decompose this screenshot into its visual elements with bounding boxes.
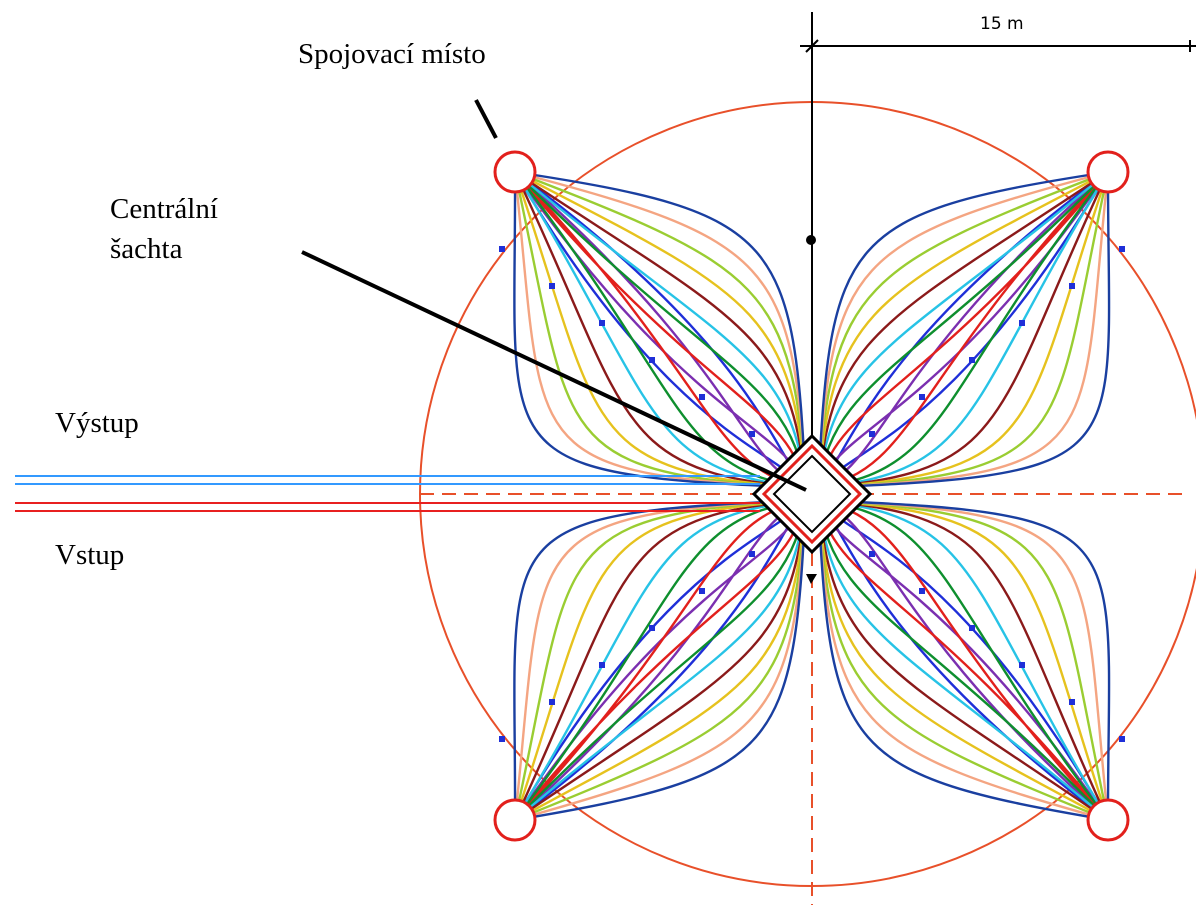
corner-ring-bottom-left — [493, 798, 537, 842]
inlet-label: Vstup — [55, 539, 125, 571]
loop-marker-top-left-4 — [599, 320, 605, 326]
loop-marker-top-left-6 — [499, 246, 505, 252]
loop-marker-bottom-left-1 — [749, 551, 755, 557]
loop-marker-top-right-3 — [969, 357, 975, 363]
corner-ring-top-right — [1086, 150, 1130, 194]
axis-marker-bottom — [806, 574, 817, 584]
loop-marker-top-left-2 — [699, 394, 705, 400]
loop-top-right-3 — [811, 171, 1109, 495]
loop-marker-bottom-right-3 — [969, 625, 975, 631]
loop-marker-bottom-left-6 — [499, 736, 505, 742]
loop-marker-bottom-right-1 — [869, 551, 875, 557]
loop-marker-top-right-1 — [869, 431, 875, 437]
leader-line-connection-point — [474, 99, 498, 139]
loop-marker-top-left-1 — [749, 431, 755, 437]
inlet-pipe — [15, 502, 760, 512]
loop-marker-bottom-right-4 — [1019, 662, 1025, 668]
loop-marker-top-right-6 — [1119, 246, 1125, 252]
corner-rings — [493, 150, 1130, 842]
loop-marker-top-left-3 — [649, 357, 655, 363]
central-shaft-label-line1: Centrální — [110, 193, 218, 225]
loop-marker-bottom-left-2 — [699, 588, 705, 594]
loop-marker-bottom-left-5 — [549, 699, 555, 705]
central-shaft — [751, 433, 873, 555]
loop-bottom-right-3 — [811, 493, 1109, 821]
corner-ring-bottom-right — [1086, 798, 1130, 842]
loop-marker-bottom-right-6 — [1119, 736, 1125, 742]
outlet-pipe — [15, 475, 760, 485]
loop-marker-bottom-left-4 — [599, 662, 605, 668]
central-shaft-label-line2: šachta — [110, 233, 183, 265]
loop-top-left-3 — [514, 171, 813, 495]
leader-line-central-shaft — [301, 250, 807, 492]
loop-marker-bottom-left-3 — [649, 625, 655, 631]
loop-marker-top-right-4 — [1019, 320, 1025, 326]
corner-ring-top-left — [493, 150, 537, 194]
loop-bottom-left-3 — [514, 493, 813, 821]
scale-label: 15 m — [980, 14, 1024, 34]
loop-marker-bottom-right-5 — [1069, 699, 1075, 705]
scale-bar — [800, 39, 1196, 53]
loop-marker-bottom-right-2 — [919, 588, 925, 594]
connection-point-label: Spojovací místo — [298, 38, 486, 70]
loop-marker-top-left-5 — [549, 283, 555, 289]
loop-marker-top-right-2 — [919, 394, 925, 400]
outlet-label: Výstup — [55, 407, 139, 439]
axis-marker-top — [806, 235, 816, 245]
loop-marker-top-right-5 — [1069, 283, 1075, 289]
